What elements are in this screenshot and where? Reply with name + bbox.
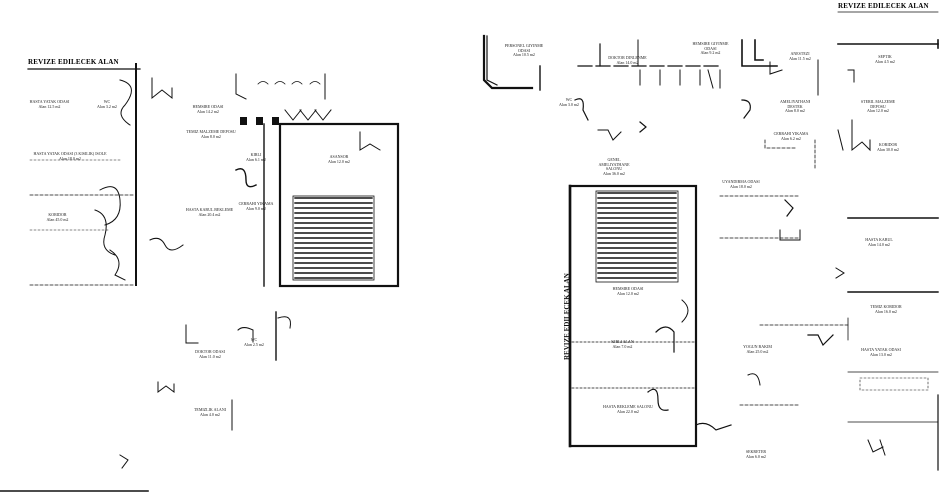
left-stairs [294,197,373,279]
right-header-title: REVIZE EDILECEK ALAN [838,2,929,10]
right-stairs [597,192,677,279]
left-header-title: REVIZE EDILECEK ALAN [28,58,119,66]
left-hall-room [278,122,400,288]
right-vertical-title: REVIZE EDILECEK ALAN [563,273,571,360]
